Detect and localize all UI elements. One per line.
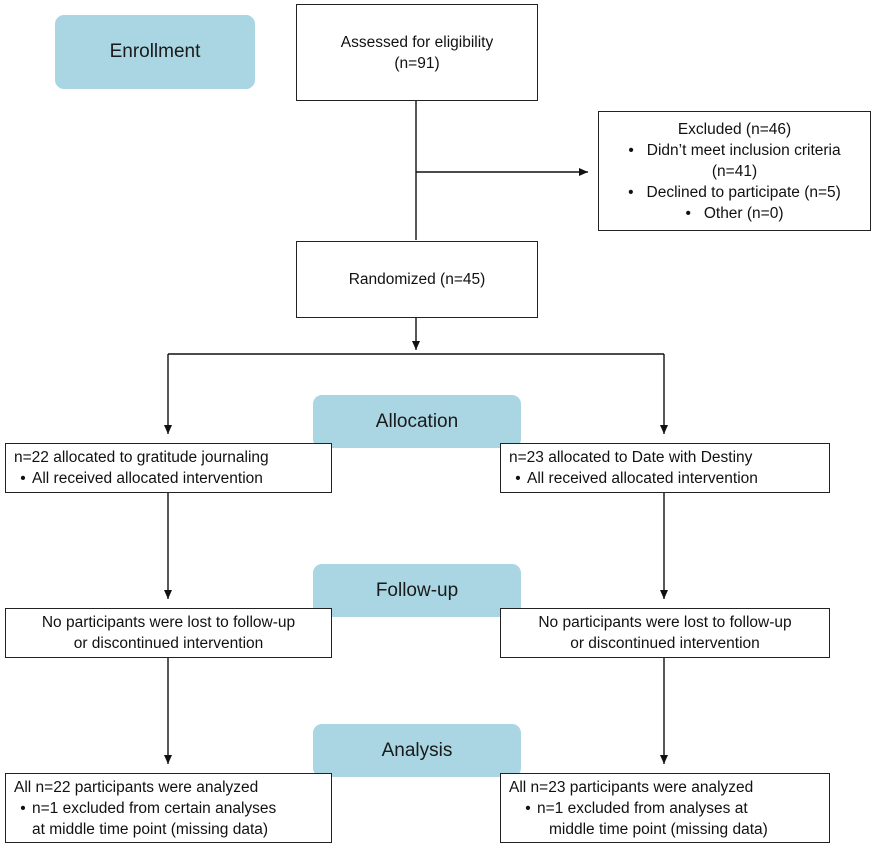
excluded-item-declined: • Declined to participate (n=5) bbox=[628, 182, 841, 203]
followup-left-line1: No participants were lost to follow-up bbox=[41, 614, 296, 631]
allocation-right-box: n=23 allocated to Date with Destiny • Al… bbox=[500, 443, 830, 493]
excluded-item-other-text: Other (n=0) bbox=[703, 204, 784, 222]
followup-left-line2: or discontinued intervention bbox=[73, 635, 264, 652]
analysis-right-bullet: • n=1 excluded from analyses at bbox=[509, 798, 821, 819]
followup-right-box: No participants were lost to follow-up o… bbox=[500, 608, 830, 658]
excluded-item-inclusion-count: (n=41) bbox=[711, 162, 758, 180]
analysis-left-bullet: • n=1 excluded from certain analyses bbox=[14, 798, 323, 819]
excluded-title: Excluded (n=46) bbox=[677, 120, 792, 138]
assessed-count: (n=91) bbox=[394, 54, 440, 72]
enrollment-stage-label: Enrollment bbox=[55, 15, 255, 89]
analysis-right-bullet-line1: n=1 excluded from analyses at bbox=[537, 800, 748, 817]
followup-label-text: Follow-up bbox=[375, 579, 459, 601]
randomized-box: Randomized (n=45) bbox=[296, 241, 538, 318]
bullet-dot: • bbox=[20, 470, 26, 487]
excluded-item-other: • Other (n=0) bbox=[685, 203, 783, 224]
excluded-item-declined-text: Declined to participate (n=5) bbox=[646, 183, 841, 201]
followup-right-line1: No participants were lost to follow-up bbox=[538, 614, 792, 631]
followup-stage-label: Follow-up bbox=[313, 564, 521, 617]
analysis-left-box: All n=22 participants were analyzed • n=… bbox=[5, 773, 332, 843]
allocation-right-bullet-text: All received allocated intervention bbox=[527, 470, 758, 487]
allocation-left-box: n=22 allocated to gratitude journaling •… bbox=[5, 443, 332, 493]
analysis-label-text: Analysis bbox=[381, 739, 453, 761]
bullet-dot: • bbox=[685, 204, 691, 222]
analysis-left-title: All n=22 participants were analyzed bbox=[14, 779, 259, 796]
allocation-right-title: n=23 allocated to Date with Destiny bbox=[509, 449, 753, 466]
allocation-left-title: n=22 allocated to gratitude journaling bbox=[14, 449, 269, 466]
allocation-label-text: Allocation bbox=[375, 410, 459, 432]
excluded-item-inclusion: • Didn’t meet inclusion criteria bbox=[628, 140, 840, 161]
excluded-box: Excluded (n=46) • Didn’t meet inclusion … bbox=[598, 111, 871, 231]
randomized-label: Randomized (n=45) bbox=[348, 271, 486, 288]
analysis-left-bullet-line1: n=1 excluded from certain analyses bbox=[32, 800, 277, 817]
assessed-label: Assessed for eligibility bbox=[340, 33, 494, 51]
analysis-left-bullet-line2: at middle time point (missing data) bbox=[32, 821, 269, 838]
allocation-right-bullet: • All received allocated intervention bbox=[509, 468, 821, 489]
allocation-stage-label: Allocation bbox=[313, 395, 521, 448]
allocation-left-bullet: • All received allocated intervention bbox=[14, 468, 323, 489]
followup-right-line2: or discontinued intervention bbox=[570, 635, 760, 652]
assessed-box: Assessed for eligibility (n=91) bbox=[296, 4, 538, 101]
excluded-item-inclusion-text: Didn’t meet inclusion criteria bbox=[646, 141, 841, 159]
bullet-dot: • bbox=[515, 470, 521, 487]
followup-left-box: No participants were lost to follow-up o… bbox=[5, 608, 332, 658]
analysis-right-bullet-line2: middle time point (missing data) bbox=[549, 821, 768, 838]
enrollment-label-text: Enrollment bbox=[109, 41, 201, 62]
allocation-left-bullet-text: All received allocated intervention bbox=[32, 470, 263, 487]
bullet-dot: • bbox=[628, 141, 634, 159]
bullet-dot: • bbox=[628, 183, 634, 201]
analysis-right-title: All n=23 participants were analyzed bbox=[509, 779, 754, 796]
analysis-stage-label: Analysis bbox=[313, 724, 521, 777]
analysis-right-box: All n=23 participants were analyzed • n=… bbox=[500, 773, 830, 843]
bullet-dot: • bbox=[20, 800, 26, 817]
bullet-dot: • bbox=[525, 800, 531, 817]
